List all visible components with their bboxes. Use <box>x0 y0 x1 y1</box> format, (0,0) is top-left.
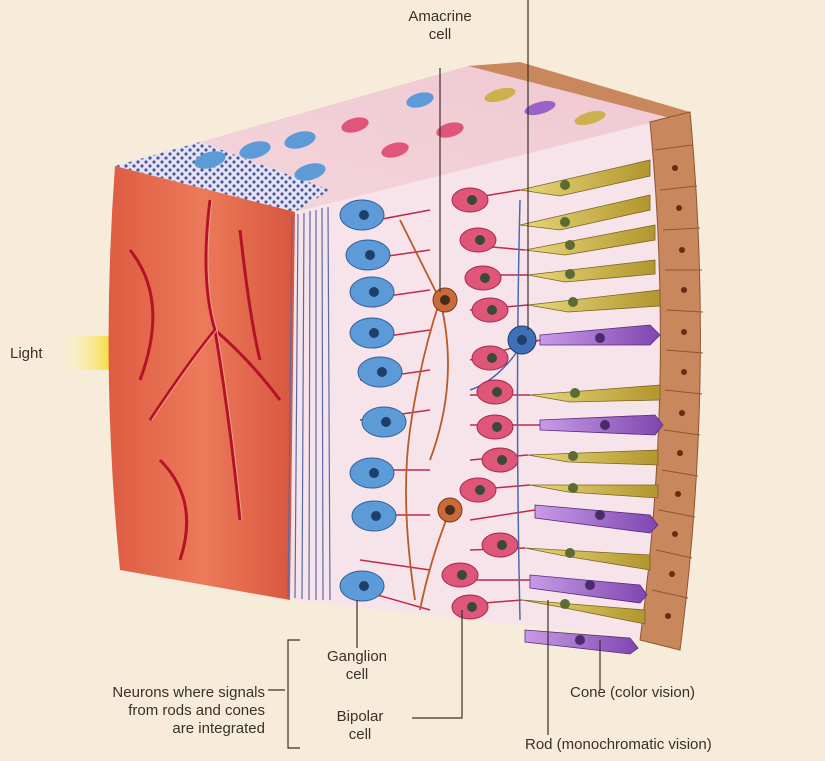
rod-label: Rod (monochromatic vision) <box>525 736 712 754</box>
amacrine-cell-label: Amacrine cell <box>384 8 496 44</box>
cone-label: Cone (color vision) <box>570 684 695 702</box>
neurons-label-line2: from rods and cones <box>0 702 265 720</box>
neurons-label-line3: are integrated <box>0 720 265 738</box>
neurons-integration-label: Neurons where signals from rods and cone… <box>0 684 265 738</box>
neurons-label-line1: Neurons where signals <box>0 684 265 702</box>
bipolar-label-line2: cell <box>310 726 410 744</box>
ganglion-cell-label: Ganglion cell <box>302 648 412 684</box>
bipolar-cell-label: Bipolar cell <box>310 708 410 744</box>
amacrine-label-line2: cell <box>384 26 496 44</box>
bipolar-label-line1: Bipolar <box>310 708 410 726</box>
ganglion-label-line2: cell <box>302 666 412 684</box>
ganglion-label-line1: Ganglion <box>302 648 412 666</box>
horizontal-cell <box>508 326 536 354</box>
amacrine-label-line1: Amacrine <box>384 8 496 26</box>
light-label: Light <box>10 345 43 363</box>
